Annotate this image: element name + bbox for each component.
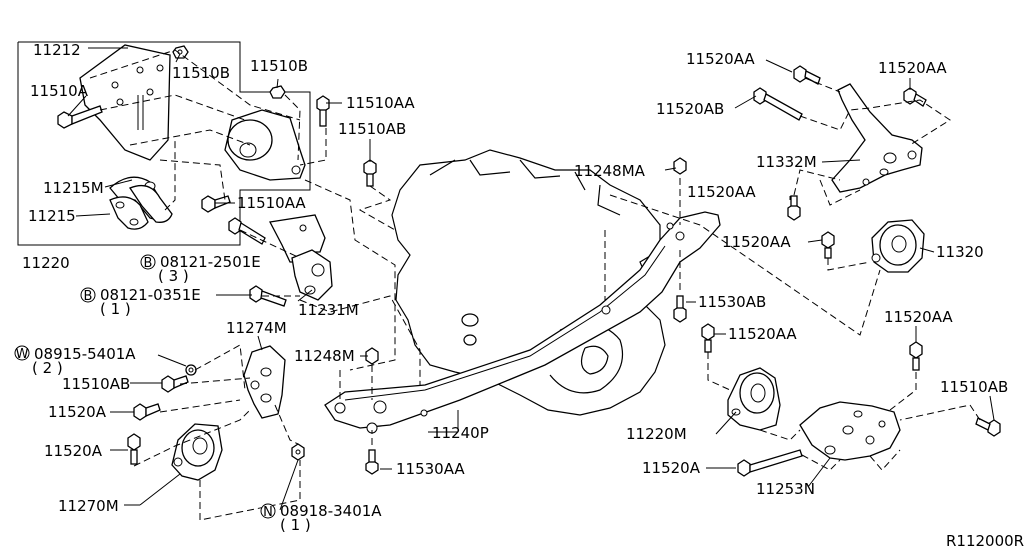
leader-lines xyxy=(67,47,995,511)
bolt-11530ab xyxy=(673,295,687,323)
bolt-11520ab xyxy=(753,87,803,121)
prefix-b-label-2: B xyxy=(84,289,93,304)
bolt-11520aa-top xyxy=(793,65,821,85)
nut-11510b-upper xyxy=(172,45,189,59)
prefix-circle-b-1: B xyxy=(140,254,156,271)
label-11332m: 11332M xyxy=(756,153,817,171)
prefix-circle-w: W xyxy=(14,345,30,362)
label-08915-5401a-qty: ( 2 ) xyxy=(32,359,63,377)
label-11220: 11220 xyxy=(22,254,70,272)
label-11215m: 11215M xyxy=(43,179,104,197)
bolt-11520aa-mid xyxy=(787,195,801,221)
label-11510a: 11510A xyxy=(30,82,89,100)
bracket-11332m xyxy=(831,83,923,193)
bracket-11231m xyxy=(269,214,333,301)
prefix-w-label: W xyxy=(16,347,29,362)
bracket-11212 xyxy=(79,44,171,161)
bolt-11510ab-top xyxy=(363,159,377,187)
insulator-upper xyxy=(224,109,306,181)
label-11212: 11212 xyxy=(33,41,81,59)
label-11248m: 11248M xyxy=(294,347,355,365)
label-11520aa-far-right: 11520AA xyxy=(884,308,953,326)
bolt-11520aa-right xyxy=(903,87,927,107)
label-11253n: 11253N xyxy=(756,480,815,498)
insulator-11270m xyxy=(171,423,223,481)
label-11215: 11215 xyxy=(28,207,76,225)
label-11510b-left: 11510B xyxy=(172,64,230,82)
part-labels: 11212 11510B 11510B 11510A 11510AA 11510… xyxy=(22,41,1024,550)
bolt-11520aa-far-right xyxy=(909,341,923,371)
reference-code: R112000R xyxy=(946,532,1024,550)
insulator-11320 xyxy=(871,219,925,273)
insulator-11220m xyxy=(727,367,781,431)
crossmember-11240p xyxy=(324,211,721,434)
prefix-b-label-1: B xyxy=(144,256,153,271)
label-11510aa-top: 11510AA xyxy=(346,94,415,112)
bolt-11510a xyxy=(57,105,103,129)
label-11320: 11320 xyxy=(936,243,984,261)
label-11510ab-top: 11510AB xyxy=(338,120,406,138)
label-11274m: 11274M xyxy=(226,319,287,337)
label-11520aa-lower: 11520AA xyxy=(722,233,791,251)
label-11520aa-right: 11520AA xyxy=(878,59,947,77)
label-08121-2501e-qty: ( 3 ) xyxy=(158,267,189,285)
label-08121-0351e: 08121-0351E xyxy=(100,286,201,304)
bracket-11253n xyxy=(799,401,901,461)
washer-08915-5401a xyxy=(185,364,197,376)
label-11520a-left-a: 11520A xyxy=(48,403,107,421)
prefix-circle-b-2: B xyxy=(80,287,96,304)
link-11215 xyxy=(109,184,173,230)
label-11510ab-left: 11510AB xyxy=(62,375,130,393)
bolt-11510aa-box xyxy=(201,195,231,213)
assembly-dashed-lines xyxy=(89,49,981,521)
nut-08918-3401a xyxy=(291,443,305,461)
bolt-11510ab-far-right xyxy=(975,417,1001,437)
label-11510aa-box: 11510AA xyxy=(237,194,306,212)
bolt-11520a-left-b xyxy=(127,433,141,465)
label-11530aa: 11530AA xyxy=(396,460,465,478)
prefix-circle-n: N xyxy=(260,503,276,520)
bolt-11510aa-top xyxy=(316,95,330,127)
label-11530ab: 11530AB xyxy=(698,293,766,311)
nut-11510b-right xyxy=(269,85,286,99)
label-11520ab: 11520AB xyxy=(656,100,724,118)
label-08121-0351e-qty: ( 1 ) xyxy=(100,300,131,318)
label-08121-2501e: 08121-2501E xyxy=(160,253,261,271)
label-11220m: 11220M xyxy=(626,425,687,443)
label-11270m: 11270M xyxy=(58,497,119,515)
label-11520aa-mid: 11520AA xyxy=(687,183,756,201)
nut-11248m xyxy=(365,347,379,365)
bolt-11520a-left-a xyxy=(133,403,161,421)
bracket-11274m xyxy=(243,345,286,419)
bolt-11530aa xyxy=(365,449,379,475)
assembly-box-11220 xyxy=(17,41,311,246)
label-11240p: 11240P xyxy=(432,424,489,442)
label-11520a-bottom: 11520A xyxy=(642,459,701,477)
nut-11248ma xyxy=(673,157,687,175)
bolt-11520a-bottom xyxy=(737,449,803,477)
prefix-n-label: N xyxy=(263,505,273,520)
label-11520aa-top: 11520AA xyxy=(686,50,755,68)
label-11510ab-far-right: 11510AB xyxy=(940,378,1008,396)
bolt-11520aa-lower xyxy=(821,231,835,259)
label-08915-5401a: 08915-5401A xyxy=(34,345,136,363)
label-08918-3401a: 08918-3401A xyxy=(280,502,382,520)
label-11510b-right: 11510B xyxy=(250,57,308,75)
bolt-08121-2501e xyxy=(228,217,266,245)
bolt-11510ab-left xyxy=(161,375,189,393)
bolt-08121-0351e xyxy=(249,285,287,307)
label-11231m: 11231M xyxy=(298,301,359,319)
label-11520a-left-b: 11520A xyxy=(44,442,103,460)
engine-outline xyxy=(391,149,666,416)
label-11248ma: 11248MA xyxy=(574,162,646,180)
bolt-11520aa-11220m xyxy=(701,323,715,353)
label-08918-3401a-qty: ( 1 ) xyxy=(280,516,311,534)
label-11520aa-11220m: 11520AA xyxy=(728,325,797,343)
